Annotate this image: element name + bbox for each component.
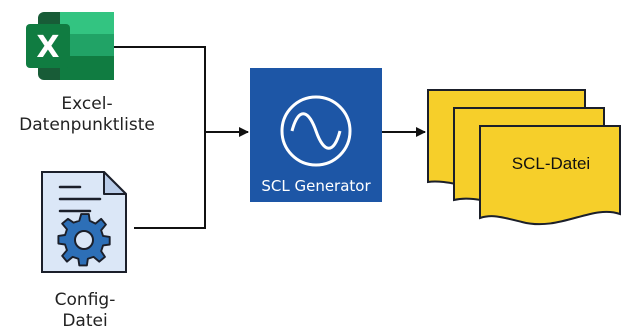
excel-icon: X [26,12,114,80]
excel-label-line1: Excel- [61,94,113,114]
generator-label: SCL Generator [261,177,371,195]
stacked-documents-icon [427,89,621,226]
excel-label-line2: Datenpunktliste [19,115,155,135]
scl-generator-box [250,68,382,202]
config-label-line1: Config- [54,290,116,310]
excel-connector [114,46,206,132]
sine-wave-icon [280,95,352,167]
excel-letter: X [36,30,59,65]
config-label: Config- Datei [20,290,150,332]
config-file-gear-icon [41,171,127,273]
config-label-line2: Datei [62,311,108,331]
config-connector [134,132,206,229]
output-label: SCL-Datei [511,154,591,173]
excel-label: Excel- Datenpunktliste [12,94,162,136]
connector-lines [114,46,426,229]
